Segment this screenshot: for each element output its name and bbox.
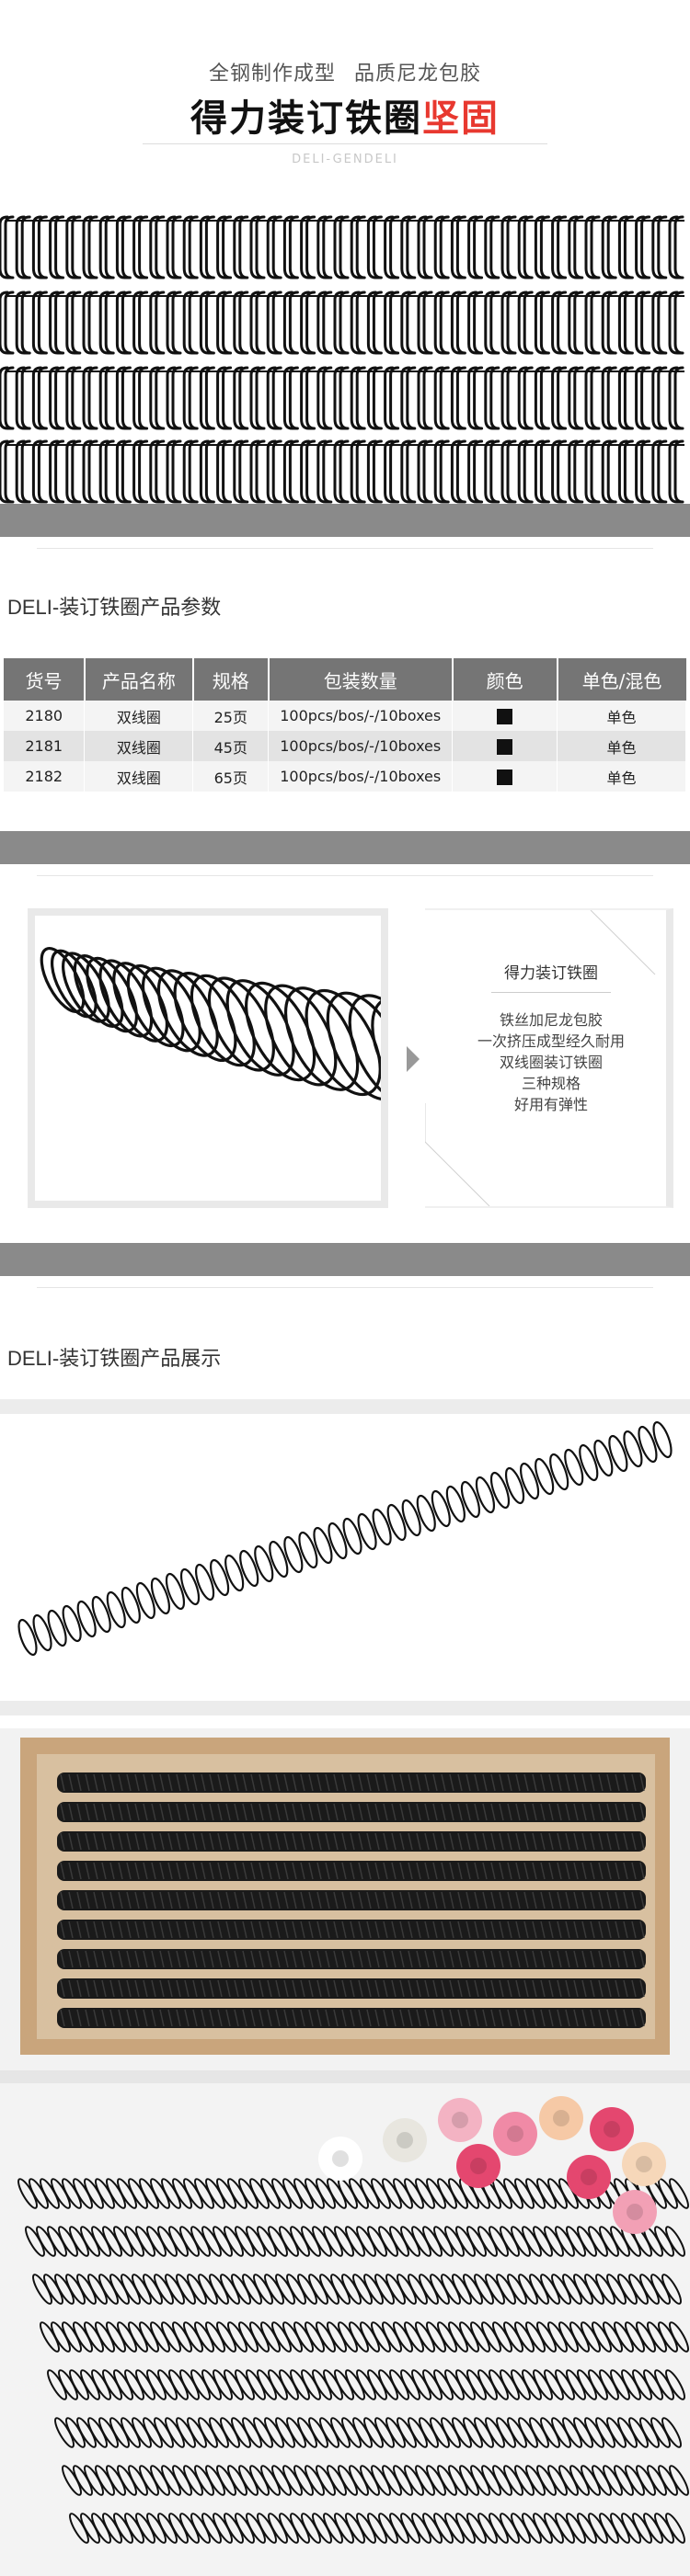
feature-line: 三种规格 (521, 1075, 581, 1092)
divider (37, 548, 653, 549)
hero-subtitle-right: 品质尼龙包胶 (354, 63, 482, 85)
cell-name: 双线圈 (84, 701, 194, 731)
col-header: 颜色 (452, 658, 558, 701)
cell-name: 双线圈 (84, 731, 194, 761)
hero-title-main: 得力装订铁圈 (190, 97, 422, 140)
cell-sku: 2180 (4, 701, 86, 731)
section-strip (0, 1399, 690, 1414)
cell-mode: 单色 (557, 761, 686, 792)
hero-brand: DELI-GENDELI (292, 153, 398, 166)
feature-separator (491, 992, 611, 993)
table-row: 2182 双线圈 65页 100pcs/bos/-/10boxes 单色 (4, 761, 686, 792)
col-header: 单色/混色 (557, 658, 686, 701)
color-swatch (497, 739, 513, 755)
show-section-title: DELI-装订铁圈产品展示 (7, 1347, 222, 1370)
cell-sku: 2181 (4, 731, 86, 761)
hero-subtitle-left: 全钢制作成型 (208, 63, 336, 85)
cell-size: 65页 (192, 761, 270, 792)
hero-subtitle: 全钢制作成型 品质尼龙包胶 (0, 57, 690, 86)
col-header: 货号 (4, 658, 86, 701)
feature-title: 得力装订铁圈 (504, 964, 598, 983)
feature-panel: 得力装订铁圈 铁丝加尼龙包胶 一次挤压成型经久耐用 双线圈装订铁圈 三种规格 好… (425, 908, 673, 1208)
hero-title-accent: 坚固 (422, 97, 500, 140)
cell-color (452, 701, 558, 731)
section-bar (0, 831, 690, 864)
cell-pack: 100pcs/bos/-/10boxes (268, 761, 454, 792)
hero-title: 得力装订铁圈坚固 (0, 88, 690, 142)
feature-line: 好用有弹性 (513, 1096, 588, 1113)
cell-pack: 100pcs/bos/-/10boxes (268, 731, 454, 761)
arrow-right-icon (407, 1046, 420, 1072)
cell-color (452, 761, 558, 792)
coils-flowers-image (17, 2096, 689, 2544)
cell-mode: 单色 (557, 701, 686, 731)
box-of-coils-image (20, 1738, 670, 2055)
cell-size: 25页 (192, 701, 270, 731)
coil-rows-image (0, 215, 684, 504)
feature-line: 一次挤压成型经久耐用 (477, 1032, 625, 1050)
divider (37, 1287, 653, 1288)
col-header: 产品名称 (84, 658, 194, 701)
cell-mode: 单色 (557, 731, 686, 761)
cell-name: 双线圈 (84, 761, 194, 792)
hero-underline (143, 143, 547, 144)
spec-table-header: 货号 产品名称 规格 包装数量 颜色 单色/混色 (4, 658, 686, 701)
coils-with-flowers-photo (0, 2083, 690, 2576)
col-header: 规格 (192, 658, 270, 701)
feature-line: 铁丝加尼龙包胶 (499, 1011, 603, 1029)
table-row: 2181 双线圈 45页 100pcs/bos/-/10boxes 单色 (4, 731, 686, 761)
feature-text: 得力装订铁圈 铁丝加尼龙包胶 一次挤压成型经久耐用 双线圈装订铁圈 三种规格 好… (449, 960, 653, 1146)
color-swatch (497, 709, 513, 724)
feature-image-frame (28, 908, 388, 1208)
spec-section-title: DELI-装订铁圈产品参数 (7, 596, 222, 619)
diagonal-coil-image (0, 1421, 690, 1688)
col-header: 包装数量 (268, 658, 454, 701)
divider (37, 875, 653, 876)
coil-closeup-image (40, 947, 381, 1111)
panel-corner-lines (425, 910, 656, 1206)
cell-size: 45页 (192, 731, 270, 761)
boxed-coils-photo (0, 1728, 690, 2070)
cell-sku: 2182 (4, 761, 86, 792)
table-row: 2180 双线圈 25页 100pcs/bos/-/10boxes 单色 (4, 701, 686, 731)
color-swatch (497, 769, 513, 785)
section-strip (0, 1701, 690, 1715)
section-strip (0, 2070, 690, 2083)
section-bar (0, 504, 690, 537)
feature-line: 双线圈装订铁圈 (499, 1054, 603, 1071)
spec-table: 货号 产品名称 规格 包装数量 颜色 单色/混色 2180 双线圈 25页 10… (4, 658, 686, 792)
cell-color (452, 731, 558, 761)
section-bar (0, 1243, 690, 1276)
cell-pack: 100pcs/bos/-/10boxes (268, 701, 454, 731)
